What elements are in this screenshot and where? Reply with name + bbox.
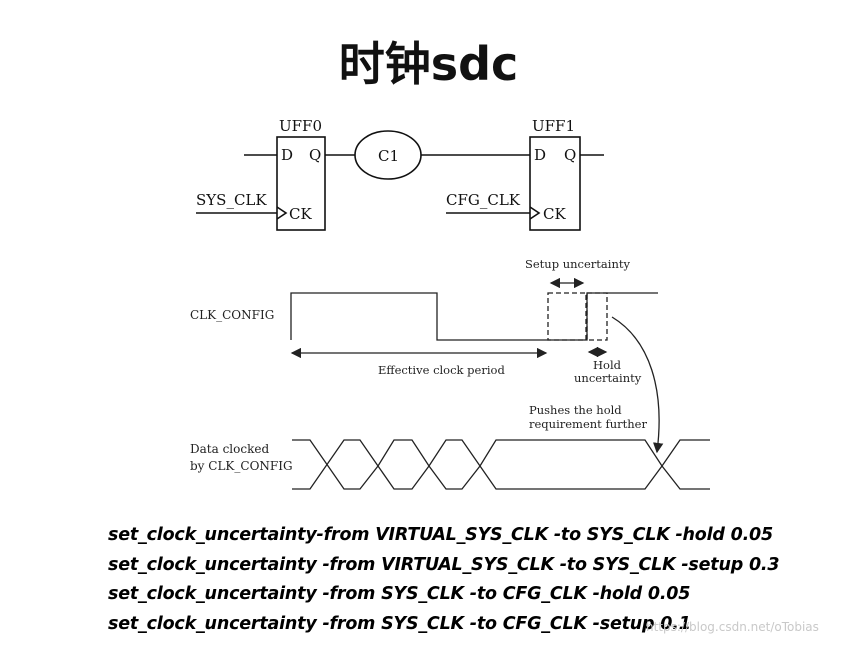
uff0-clock-triangle (276, 206, 288, 220)
sdc-command: set_clock_uncertainty -from VIRTUAL_SYS_… (108, 554, 780, 575)
cfg-clk-label: CFG_CLK (446, 191, 521, 209)
flip-flop-uff0 (276, 136, 326, 231)
sdc-command: set_clock_uncertainty-from VIRTUAL_SYS_C… (108, 525, 773, 545)
uff1-pin-ck: CK (543, 205, 566, 223)
watermark: https://blog.csdn.net/oTobias (646, 620, 819, 634)
circuit (196, 130, 604, 231)
uff1-label: UFF1 (532, 117, 575, 135)
data-labels: Data clocked by CLK_CONFIG (190, 442, 293, 473)
hold-uncertainty-label-1: Hold (593, 358, 622, 372)
circuit-labels: UFF0 UFF1 D Q CK D Q CK C1 SYS_CLK CFG_C… (196, 117, 576, 223)
setup-uncertainty-box (547, 292, 587, 341)
push-hold-label-2: requirement further (529, 417, 647, 431)
uff0-label: UFF0 (279, 117, 322, 135)
effective-period-label: Effective clock period (378, 363, 505, 377)
push-hold-curve-arrow (611, 316, 664, 454)
uff1-clock-triangle (529, 206, 541, 220)
clock-waveform (290, 277, 664, 454)
data-bus-bottom (292, 439, 710, 490)
sdc-command: set_clock_uncertainty -from SYS_CLK -to … (108, 613, 691, 634)
comb-cell-label: C1 (378, 147, 399, 165)
sys-clk-label: SYS_CLK (196, 191, 267, 209)
data-clocked-label-1: Data clocked (190, 442, 269, 456)
clk-config-wave (290, 292, 658, 341)
flip-flop-uff1 (529, 136, 581, 231)
uff1-pin-q: Q (564, 146, 576, 164)
sdc-command-list: set_clock_uncertainty-from VIRTUAL_SYS_C… (108, 521, 780, 639)
waveform-labels: CLK_CONFIG Setup uncertainty Effective c… (190, 257, 647, 431)
data-clocked-label-2: by CLK_CONFIG (190, 459, 293, 473)
data-waveform (292, 439, 710, 490)
uff1-pin-d: D (534, 146, 546, 164)
uff0-pin-q: Q (309, 146, 321, 164)
setup-uncertainty-label: Setup uncertainty (525, 257, 630, 271)
hold-uncertainty-label-2: uncertainty (574, 371, 642, 385)
page-title: 时钟sdc (338, 37, 519, 91)
push-hold-label-1: Pushes the hold (529, 403, 622, 417)
hold-uncertainty-box (586, 292, 608, 341)
clk-config-label: CLK_CONFIG (190, 308, 274, 322)
data-bus-top (292, 439, 710, 490)
uff0-pin-d: D (281, 146, 293, 164)
uff0-pin-ck: CK (289, 205, 312, 223)
sdc-command: set_clock_uncertainty -from SYS_CLK -to … (108, 584, 691, 604)
